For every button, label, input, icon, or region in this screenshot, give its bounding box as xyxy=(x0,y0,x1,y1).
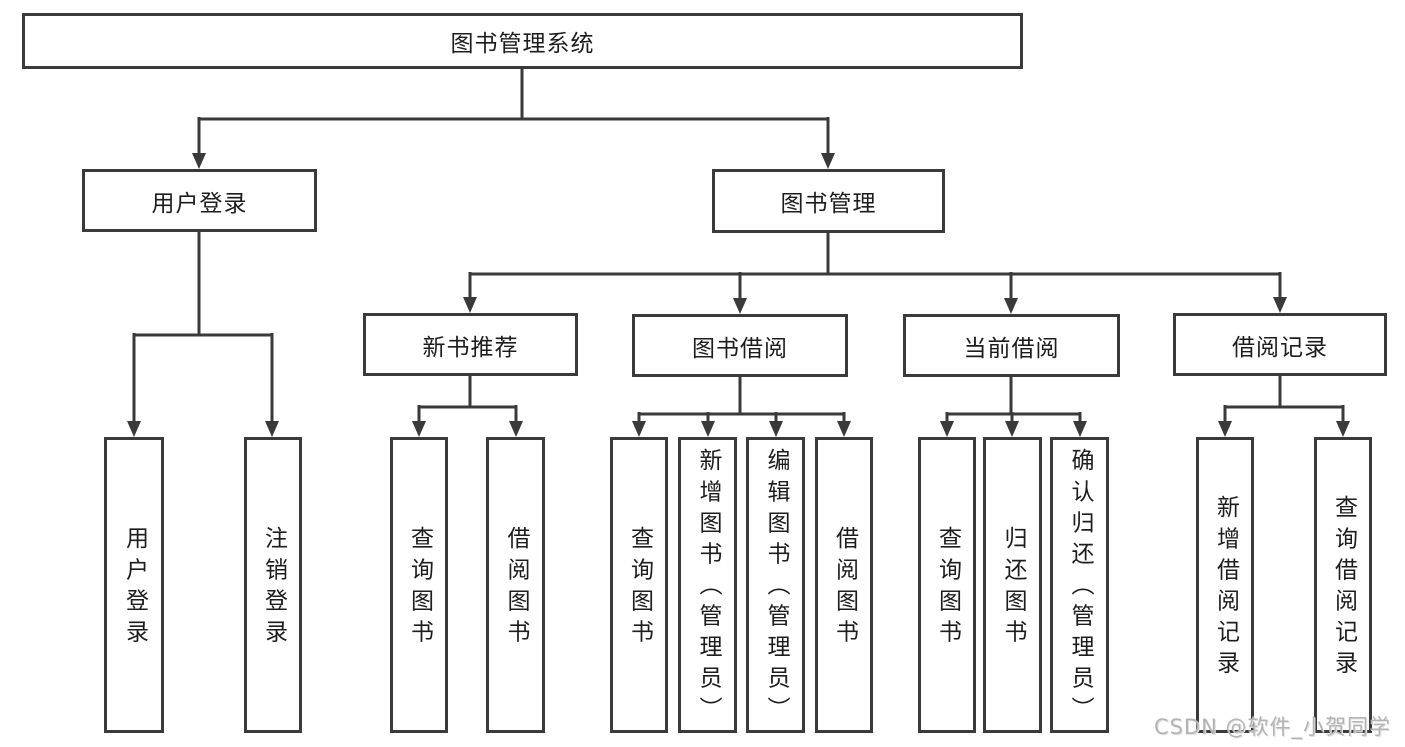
leaf-current-query-book-label: 查询图书 xyxy=(934,525,961,651)
node-book-borrow-label: 图书借阅 xyxy=(692,335,788,362)
leaf-borrow-query-book: 查询图书 xyxy=(610,437,668,733)
leaf-add-borrow-record: 新增借阅记录 xyxy=(1196,437,1254,733)
leaf-borrow-query-book-label: 查询图书 xyxy=(626,525,653,651)
node-root-label: 图书管理系统 xyxy=(450,31,595,57)
csdn-watermark: CSDN @软件_小贺同学 xyxy=(1153,715,1391,739)
leaf-confirm-return-admin-label: 确认归还（管理员） xyxy=(1067,448,1093,728)
leaf-borrow-book: 借阅图书 xyxy=(815,437,873,733)
leaf-current-query-book: 查询图书 xyxy=(918,437,976,733)
node-new-book-recommend-label: 新书推荐 xyxy=(422,334,519,361)
leaf-add-book-admin-label: 新增图书（管理员） xyxy=(695,448,721,728)
leaf-add-book-admin: 新增图书（管理员） xyxy=(678,437,737,733)
node-new-book-recommend: 新书推荐 xyxy=(363,313,578,376)
leaf-add-borrow-record-label: 新增借阅记录 xyxy=(1212,494,1239,682)
leaf-return-book-label: 归还图书 xyxy=(1000,525,1026,651)
leaf-recommend-borrow-book-label: 借阅图书 xyxy=(503,525,529,651)
node-current-borrow-label: 当前借阅 xyxy=(963,335,1060,362)
leaf-edit-book-admin: 编辑图书（管理员） xyxy=(746,437,805,733)
arrowhead-icons xyxy=(127,153,1350,437)
leaf-recommend-query-book: 查询图书 xyxy=(390,437,448,733)
leaf-edit-book-admin-label: 编辑图书（管理员） xyxy=(763,448,789,728)
leaf-borrow-book-label: 借阅图书 xyxy=(831,525,858,651)
leaf-logout: 注销登录 xyxy=(244,437,302,733)
node-book-borrow: 图书借阅 xyxy=(632,314,848,377)
node-user-login: 用户登录 xyxy=(82,169,317,232)
leaf-query-borrow-record-label: 查询借阅记录 xyxy=(1330,494,1357,682)
node-borrow-record: 借阅记录 xyxy=(1173,313,1387,376)
leaf-confirm-return-admin: 确认归还（管理员） xyxy=(1050,437,1109,733)
node-book-management-label: 图书管理 xyxy=(780,191,877,217)
leaf-user-login-label: 用户登录 xyxy=(121,525,148,651)
node-borrow-record-label: 借阅记录 xyxy=(1232,334,1328,361)
leaf-return-book: 归还图书 xyxy=(983,437,1042,733)
node-root-system: 图书管理系统 xyxy=(22,13,1023,69)
leaf-recommend-query-book-label: 查询图书 xyxy=(406,525,433,651)
leaf-user-login: 用户登录 xyxy=(104,437,164,733)
node-book-management: 图书管理 xyxy=(712,169,945,233)
node-user-login-label: 用户登录 xyxy=(151,190,248,217)
leaf-logout-label: 注销登录 xyxy=(260,525,287,651)
leaf-query-borrow-record: 查询借阅记录 xyxy=(1314,437,1372,733)
leaf-recommend-borrow-book: 借阅图书 xyxy=(486,437,545,733)
node-current-borrow: 当前借阅 xyxy=(903,314,1120,377)
